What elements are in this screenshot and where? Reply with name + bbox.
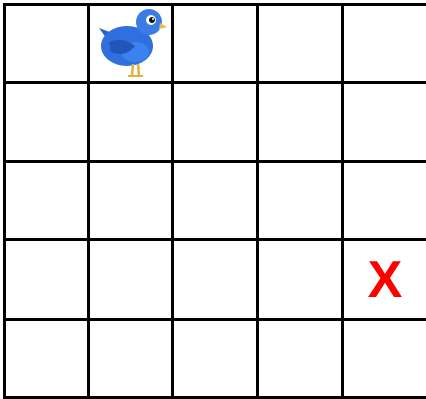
grid-line-horizontal xyxy=(3,160,426,163)
grid-line-vertical xyxy=(3,3,6,397)
target-mark: X xyxy=(368,254,403,306)
grid-line-vertical xyxy=(171,3,174,397)
grid-line-vertical xyxy=(341,3,344,397)
grid-line-vertical xyxy=(256,3,259,397)
target-cell: X xyxy=(344,241,426,318)
blue-bird-icon xyxy=(95,6,167,78)
grid-line-horizontal xyxy=(3,3,426,6)
grid-line-horizontal xyxy=(3,81,426,84)
grid-line-vertical xyxy=(87,3,90,397)
grid-line-horizontal xyxy=(3,318,426,321)
